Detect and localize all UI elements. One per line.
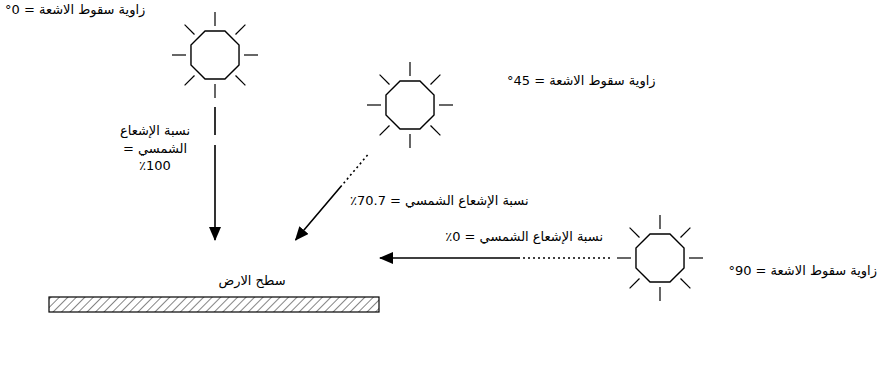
- sun-ray: [681, 279, 691, 289]
- ground-node: سطح الارض: [48, 240, 380, 313]
- sun-ray: [630, 279, 640, 289]
- sun-ray: [617, 257, 631, 258]
- sun-ray: [681, 228, 691, 238]
- sun-ray: [236, 76, 246, 86]
- sun-ray: [431, 75, 441, 85]
- radiation-percentage: نسبة الإشعاع الشمسي = 0٪: [443, 228, 605, 246]
- sun-ray: [409, 62, 410, 76]
- sun-ray: [214, 12, 215, 26]
- sun-ray: [185, 76, 195, 86]
- sun-ray: [380, 75, 390, 85]
- sun-ray: [689, 257, 703, 258]
- angle-label: زاوية سقوط الاشعة = 45°: [505, 73, 658, 90]
- radiation-percentage: نسبة الإشعاع الشمسي = 70.7٪: [348, 192, 531, 210]
- sun-ray: [439, 104, 453, 105]
- sun-ray: [244, 54, 258, 55]
- sun-ray: [214, 84, 215, 98]
- radiation-arrow: [380, 257, 610, 259]
- sun-symbol: [610, 205, 882, 311]
- ground-band: [49, 297, 379, 312]
- sun-symbol: [360, 55, 680, 155]
- surface-label: سطح الارض: [216, 273, 287, 290]
- sun-ray: [185, 25, 195, 35]
- angle-label: زاوية سقوط الاشعة = 90°: [726, 263, 879, 280]
- sun-node: زاوية سقوط الاشعة = 0°: [0, 2, 265, 107]
- sun-ray: [630, 228, 640, 238]
- ground-surface: [48, 240, 380, 313]
- radiation-percentage: نسبة الإشعاع الشمسي = 100٪: [103, 122, 207, 175]
- sun-body: [191, 31, 239, 79]
- radiation-arrow: [214, 107, 216, 240]
- sun-node: زاوية سقوط الاشعة = 45°: [360, 55, 680, 155]
- sun-ray: [172, 54, 186, 55]
- sun-body: [636, 234, 684, 282]
- sun-ray: [236, 25, 246, 35]
- sun-ray: [659, 287, 660, 301]
- angle-label: زاوية سقوط الاشعة = 0°: [3, 2, 147, 19]
- sun-ray: [431, 126, 441, 136]
- sun-ray: [367, 104, 381, 105]
- sun-ray: [409, 134, 410, 148]
- sun-node: زاوية سقوط الاشعة = 90°: [610, 205, 882, 311]
- sun-ray: [380, 126, 390, 136]
- sun-body: [386, 81, 434, 129]
- sun-ray: [659, 215, 660, 229]
